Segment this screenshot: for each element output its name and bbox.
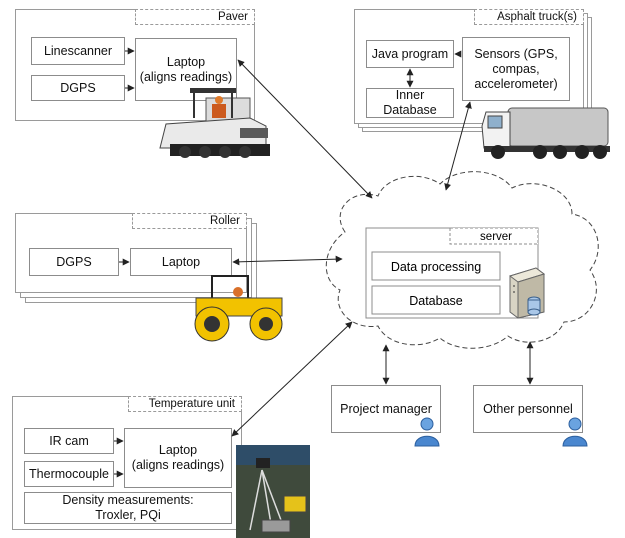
temperature-laptop-box: Laptop (aligns readings) bbox=[124, 428, 232, 488]
paver-linescanner-box: Linescanner bbox=[31, 37, 125, 65]
server-title-tag bbox=[449, 227, 539, 245]
server-computer-icon bbox=[508, 267, 546, 319]
database-label: Database bbox=[409, 294, 463, 308]
link-temperature-cloud bbox=[231, 321, 353, 437]
roller-laptop-box: Laptop bbox=[130, 248, 232, 276]
roller-title: Roller bbox=[132, 213, 247, 229]
data-processing-box bbox=[371, 251, 501, 281]
dump-truck-image bbox=[481, 107, 610, 159]
road-roller-image bbox=[194, 275, 283, 342]
truck-sensors-box: Sensors (GPS, compas, accelerometer) bbox=[462, 37, 570, 101]
truck-title: Asphalt truck(s) bbox=[474, 9, 584, 25]
temperature-title: Temperature unit bbox=[128, 396, 242, 412]
link-paver-cloud bbox=[237, 59, 373, 199]
thermocouple-box: Thermocouple bbox=[24, 461, 114, 487]
data-processing-label: Data processing bbox=[391, 260, 481, 274]
link-roller-cloud bbox=[232, 255, 343, 266]
temperature-equipment-image bbox=[236, 445, 310, 538]
roller-dgps-box: DGPS bbox=[29, 248, 119, 276]
paver-dgps-box: DGPS bbox=[31, 75, 125, 101]
other-personnel-user-icon bbox=[562, 417, 588, 447]
density-measurements-box: Density measurements: Troxler, PQi bbox=[24, 492, 232, 524]
other-personnel-box: Other personnel bbox=[473, 385, 583, 433]
link-truck-cloud bbox=[444, 101, 472, 191]
ir-cam-box: IR cam bbox=[24, 428, 114, 454]
project-manager-user-icon bbox=[414, 417, 440, 447]
paver-title: Paver bbox=[135, 9, 255, 25]
truck-java-program-box: Java program bbox=[366, 40, 454, 68]
paver-image bbox=[159, 88, 270, 158]
database-box bbox=[371, 285, 501, 315]
server-title: server bbox=[480, 231, 512, 243]
paver-laptop-box: Laptop (aligns readings) bbox=[135, 38, 237, 101]
